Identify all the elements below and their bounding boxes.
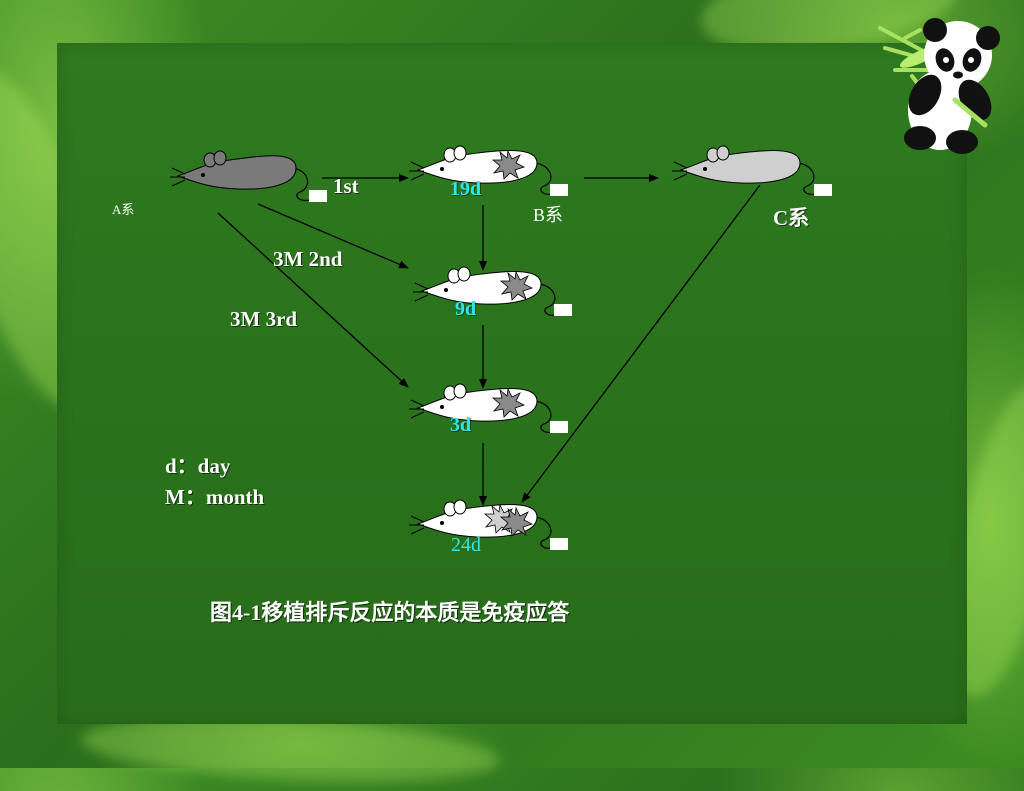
edge-label-second: 3M 2nd — [273, 247, 343, 271]
time-label-second: 9d — [455, 298, 477, 320]
time-label-fourth: 24d — [451, 534, 481, 556]
legend-month: M：month — [165, 485, 265, 509]
edge-label-first: 1st — [333, 174, 359, 198]
time-label-first: 19d — [450, 178, 482, 200]
mouse-fourth-graft — [409, 499, 568, 550]
panda-mascot — [878, 18, 1000, 154]
strain-b-label: B系 — [533, 205, 564, 225]
mouse-strain-a — [170, 150, 327, 202]
mouse-third-graft — [409, 383, 568, 434]
time-label-third: 3d — [450, 414, 472, 436]
legend-day: d：day — [165, 454, 231, 478]
edge-label-third: 3M 3rd — [230, 307, 298, 331]
diagram-arrows — [217, 174, 761, 506]
mouse-strain-b — [409, 145, 568, 196]
mouse-second-graft — [413, 266, 572, 317]
strain-a-label: A系 — [112, 202, 135, 217]
transplant-diagram — [170, 18, 1000, 550]
strain-c-label: C系 — [773, 206, 810, 230]
figure-caption: 图4-1移植排斥反应的本质是免疫应答 — [210, 600, 570, 625]
mouse-strain-c — [672, 145, 832, 196]
